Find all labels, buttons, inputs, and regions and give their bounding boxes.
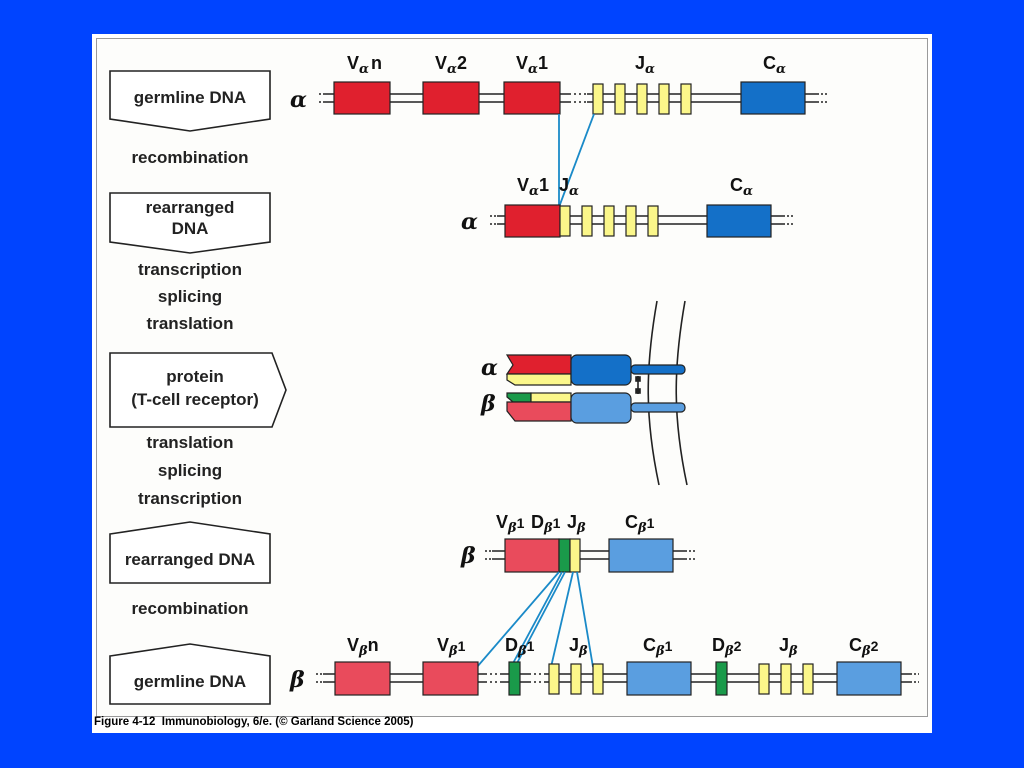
c-beta-1-segment xyxy=(626,661,692,696)
alpha-recombination-lines xyxy=(558,113,595,208)
j-alpha-rearranged-segments xyxy=(559,205,659,237)
chain-label-alpha-rearranged: α xyxy=(461,209,478,235)
c-alpha-segment xyxy=(740,81,806,115)
step-transcription-top: transcription xyxy=(138,260,242,279)
label-j-alpha: Jα xyxy=(635,53,655,77)
chain-label-alpha-germline: α xyxy=(290,87,307,113)
v-alpha-1-segment xyxy=(503,81,561,115)
stage-rearranged-alpha: rearranged DNA xyxy=(109,192,271,254)
chain-label-beta-rearranged: β xyxy=(460,543,476,569)
stage-rearranged-beta: rearranged DNA xyxy=(109,521,271,584)
figure-panel: germline DNA recombination rearranged DN… xyxy=(92,34,932,733)
j-beta-2-segments xyxy=(758,663,814,695)
j-beta-rearranged-segment xyxy=(569,538,581,573)
figure-frame: germline DNA recombination rearranged DN… xyxy=(96,38,928,717)
stage-rearranged-beta-label: rearranged DNA xyxy=(125,550,255,569)
label-j-alpha-rearranged: Jα xyxy=(559,175,579,199)
label-v-beta-1: Vβ1 xyxy=(437,635,466,659)
label-c-beta-2: Cβ2 xyxy=(849,635,879,659)
label-v-alpha-2: Vα2 xyxy=(435,53,467,77)
v-beta-n-segment xyxy=(334,661,391,696)
label-j-beta-1: Jβ xyxy=(569,635,588,659)
v-alpha-1-rearranged-segment xyxy=(504,204,561,238)
label-d-beta-2: Dβ2 xyxy=(712,635,742,659)
stage-germline-beta-label: germline DNA xyxy=(134,672,246,691)
label-v-beta-n: Vβn xyxy=(347,635,379,659)
label-j-beta-rearranged: Jβ xyxy=(567,512,586,536)
tcr-diagram: germline DNA recombination rearranged DN… xyxy=(109,53,919,705)
tcr-beta-chain xyxy=(506,392,686,424)
c-beta-2-segment xyxy=(836,661,902,696)
figure-caption: Figure 4-12 Immunobiology, 6/e. (© Garla… xyxy=(94,716,414,728)
label-j-beta-2: Jβ xyxy=(779,635,798,659)
label-v-alpha-1: Vα1 xyxy=(516,53,548,77)
tcr-alpha-chain xyxy=(505,354,686,386)
label-v-alpha-1-rearranged: Vα1 xyxy=(517,175,549,199)
v-alpha-2-segment xyxy=(422,81,480,115)
label-c-alpha: Cα xyxy=(763,53,786,77)
step-splicing-top: splicing xyxy=(158,287,222,306)
cell-membrane xyxy=(647,300,688,486)
j-alpha-segments xyxy=(592,83,692,115)
stage-germline-alpha: germline DNA xyxy=(109,70,271,132)
v-beta-1-segment xyxy=(422,661,479,696)
stage-germline-beta: germline DNA xyxy=(109,643,271,705)
caption-source: Immunobiology, 6/e. (© Garland Science 2… xyxy=(161,716,414,728)
chain-label-beta-germline: β xyxy=(289,667,305,693)
label-c-alpha-rearranged: Cα xyxy=(730,175,753,199)
label-v-beta-1-rearranged: Vβ1 xyxy=(496,512,525,536)
stage-rearranged-alpha-label-1: rearranged xyxy=(146,198,235,217)
stage-protein-label-2: (T-cell receptor) xyxy=(131,390,259,409)
j-beta-1-segments xyxy=(548,663,604,695)
step-recombination-top: recombination xyxy=(131,148,248,167)
step-translation-bottom: translation xyxy=(147,433,234,452)
disulfide-bond xyxy=(635,376,641,394)
label-c-beta-1: Cβ1 xyxy=(643,635,673,659)
stage-germline-alpha-label: germline DNA xyxy=(134,88,246,107)
v-beta-1-rearranged-segment xyxy=(504,538,560,573)
c-alpha-rearranged-segment xyxy=(706,204,772,238)
v-alpha-n-segment xyxy=(333,81,391,115)
beta-recombination-lines xyxy=(476,571,594,668)
step-transcription-bottom: transcription xyxy=(138,489,242,508)
stage-rearranged-alpha-label-2: DNA xyxy=(172,219,209,238)
dna-germline-beta xyxy=(316,673,919,683)
label-c-beta-1-rearranged: Cβ1 xyxy=(625,512,655,536)
chain-label-beta-protein: β xyxy=(480,391,496,417)
label-d-beta-1-rearranged: Dβ1 xyxy=(531,512,561,536)
c-beta-1-rearranged-segment xyxy=(608,538,674,573)
d-beta-1-rearranged-segment xyxy=(558,538,571,573)
stage-protein: protein (T-cell receptor) xyxy=(109,352,287,428)
label-d-beta-1: Dβ1 xyxy=(505,635,535,659)
caption-figure-number: Figure 4-12 xyxy=(94,716,156,728)
d-beta-1-segment xyxy=(508,661,521,696)
step-translation-top: translation xyxy=(147,314,234,333)
stage-protein-label-1: protein xyxy=(166,367,224,386)
step-recombination-bottom: recombination xyxy=(131,599,248,618)
chain-label-alpha-protein: α xyxy=(481,355,498,381)
d-beta-2-segment xyxy=(715,661,728,696)
step-splicing-bottom: splicing xyxy=(158,461,222,480)
